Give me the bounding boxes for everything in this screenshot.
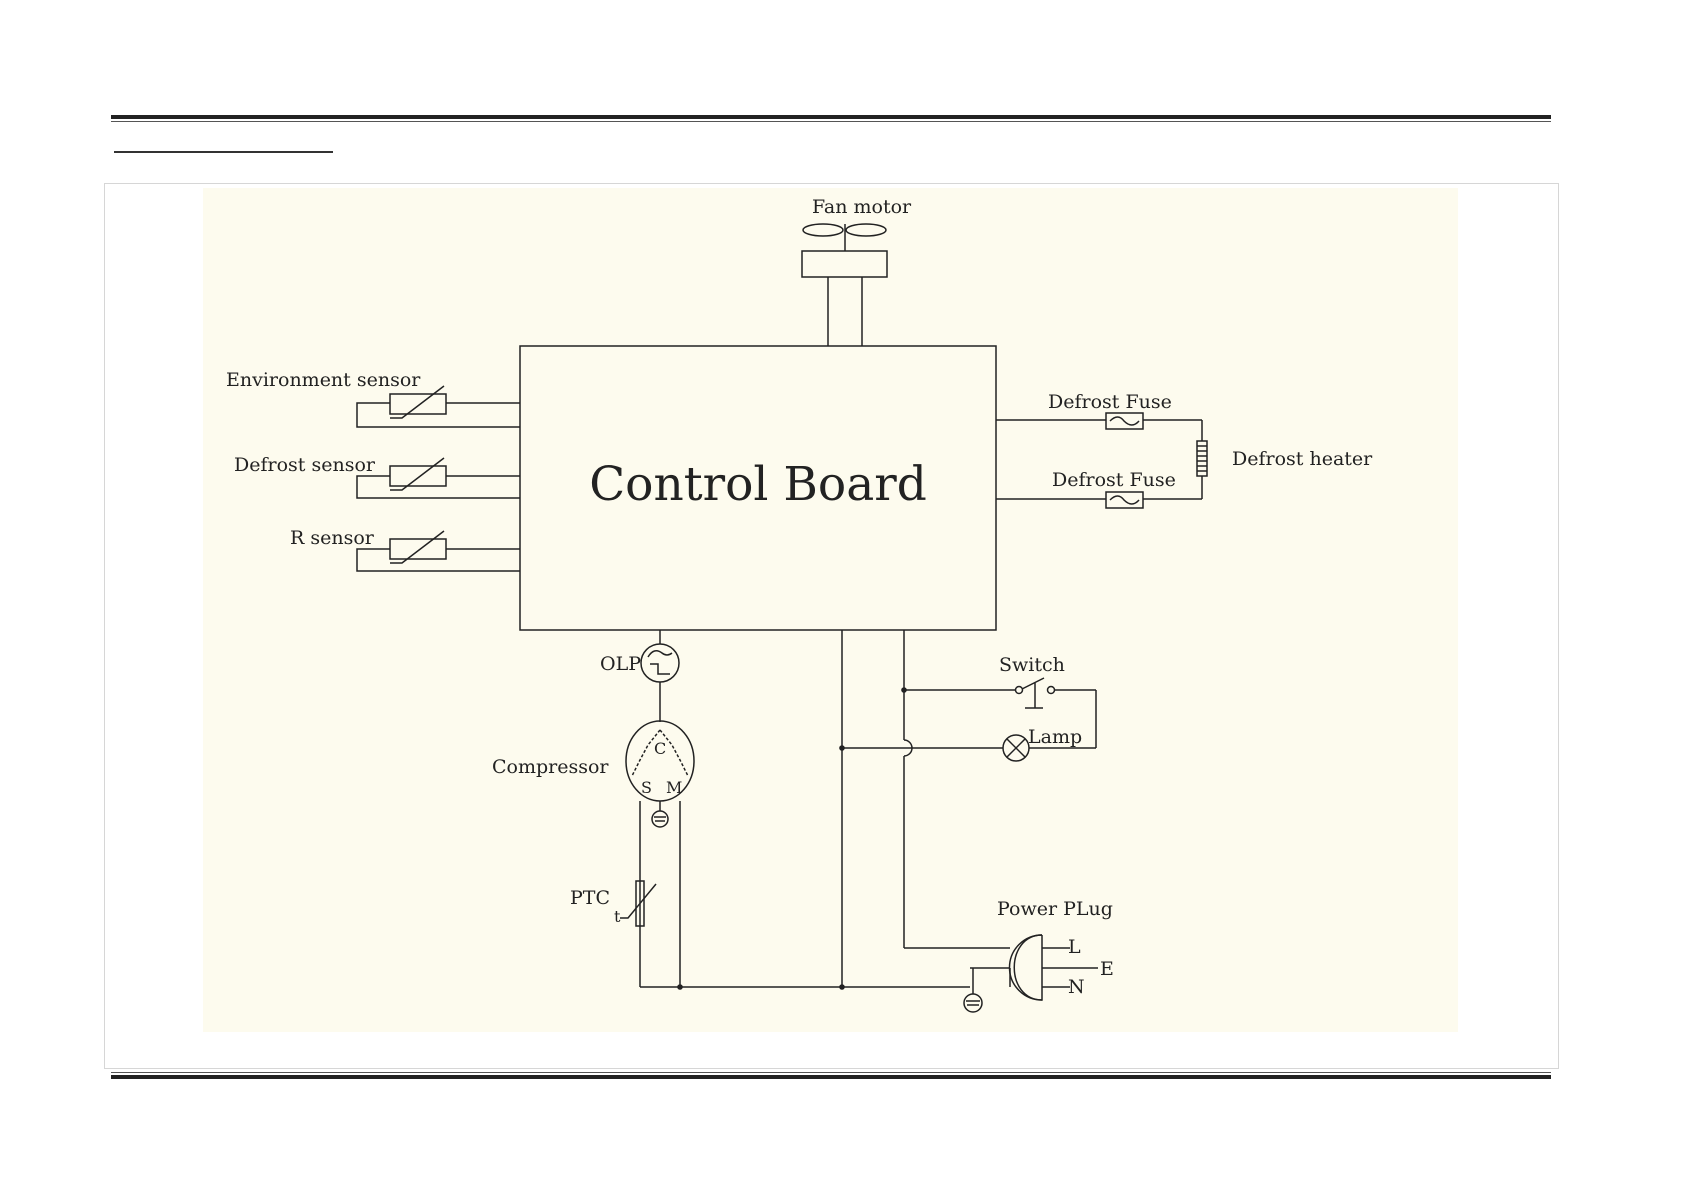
switch-label: Switch [999,654,1065,676]
defrost-fuse-1-label: Defrost Fuse [1048,391,1172,413]
power-plug-label: Power PLug [997,898,1113,920]
plug-e-label: E [1100,958,1114,980]
compressor-label: Compressor [492,756,609,778]
r-sensor-label: R sensor [290,527,375,549]
defrost-heater-label: Defrost heater [1232,448,1373,470]
compressor-s-label: S [641,778,652,797]
ptc-label: PTC [570,887,610,909]
plug-l-label: L [1068,936,1081,958]
environment-sensor-label: Environment sensor [226,369,421,391]
plug-n-label: N [1068,976,1085,998]
fan-motor-label: Fan motor [812,196,912,218]
defrost-sensor-label: Defrost sensor [234,454,376,476]
diagram-background [203,188,1458,1032]
control-board-title: Control Board [589,457,927,512]
lamp-label: Lamp [1028,726,1082,748]
compressor-c-label: C [654,739,666,758]
olp-label: OLP [600,653,641,675]
compressor-m-label: M [666,778,682,797]
defrost-fuse-2-label: Defrost Fuse [1052,469,1176,491]
ptc-t-label: t [614,907,621,926]
